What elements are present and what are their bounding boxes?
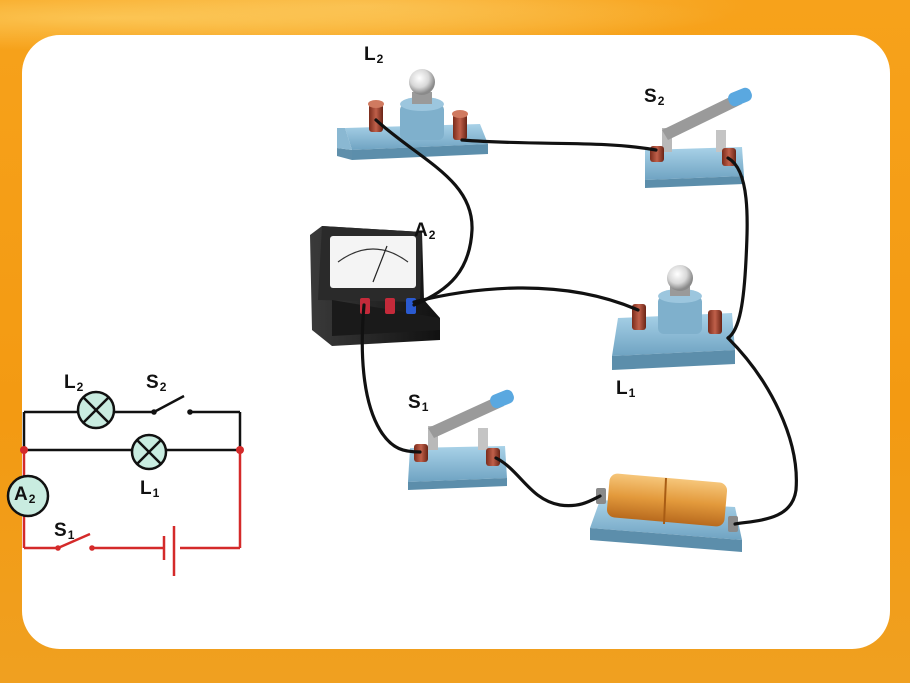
wire-s2-l1 [726, 156, 749, 340]
junction-right [236, 446, 244, 454]
s2-schem-contact-left [151, 409, 157, 415]
label-s1-schem: S1 [54, 520, 75, 542]
ammeter-a2-schem-icon [6, 474, 50, 518]
lamp-l1-schem-icon [130, 433, 168, 471]
wire-ammeter-s1 [360, 303, 422, 454]
s1-schem-contact-right [89, 545, 95, 551]
wire-l2-s2 [460, 138, 658, 152]
lamp-l2-schem-icon [76, 390, 116, 430]
label-a2-photo: A2 [414, 220, 436, 242]
s1-schem-contact-left [55, 545, 61, 551]
bulb-l1-icon [667, 265, 693, 291]
label-l1-schem: L1 [140, 478, 160, 500]
label-l1-photo: L1 [616, 378, 636, 400]
label-s1-photo: S1 [408, 392, 429, 414]
wire-l2-ammeter [374, 118, 474, 307]
wires-photo [360, 118, 798, 526]
wire-s1-battery [494, 456, 602, 508]
label-a2-schem: A2 [14, 484, 36, 506]
battery [590, 473, 742, 552]
lamp-l1-holder [612, 265, 735, 370]
switch-s2 [645, 87, 752, 188]
label-l2-photo: L2 [364, 44, 384, 66]
s2-schem-contact-right [187, 409, 193, 415]
junction-left [20, 446, 28, 454]
label-s2-schem: S2 [146, 372, 167, 394]
wire-ammeter-l1 [412, 286, 640, 312]
lamp-l2-holder [337, 69, 488, 160]
label-l2-schem: L2 [64, 372, 84, 394]
bulb-l2-icon [409, 69, 435, 95]
label-s2-photo: S2 [644, 86, 665, 108]
switch-s1 [408, 389, 514, 490]
circuit-schematic [6, 390, 244, 576]
ammeter-a2 [310, 226, 440, 346]
wire-l1-battery [726, 336, 798, 526]
